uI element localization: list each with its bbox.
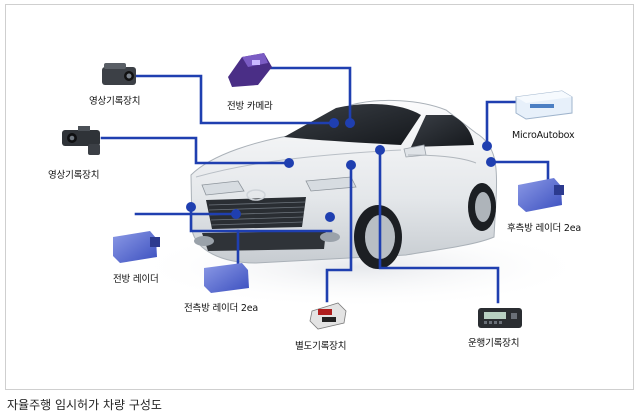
figure-caption: 자율주행 임시허가 차량 구성도: [7, 398, 162, 412]
label-dashcam-left: 영상기록장치: [48, 170, 100, 181]
label-front-side-radar: 전측방 레이더 2ea: [184, 303, 258, 314]
label-front-radar: 전방 레이더: [113, 274, 159, 285]
front-camera-device: [228, 53, 272, 87]
label-dashcam-top: 영상기록장치: [89, 96, 141, 107]
driving-recorder-device: [478, 308, 522, 328]
label-rear-side-radar: 후측방 레이더 2ea: [507, 223, 581, 234]
front-radar-device: [113, 231, 160, 263]
car-illustration: [190, 99, 498, 269]
label-microautobox: MicroAutobox: [512, 130, 575, 141]
dashcam-left-device: [62, 126, 100, 155]
label-separate-recorder: 별도기록장치: [295, 341, 347, 352]
front-side-radar-device: [204, 263, 249, 293]
rear-side-radar-device: [518, 178, 564, 212]
separate-recorder-device: [309, 302, 347, 330]
microautobox-device: [515, 90, 573, 120]
dashcam-top-device: [102, 63, 136, 85]
diagram-canvas: [62, 53, 591, 330]
connector-dots: [186, 118, 496, 222]
connector-lines: [100, 66, 552, 304]
label-front-camera: 전방 카메라: [227, 101, 273, 112]
label-driving-recorder: 운행기록장치: [468, 338, 520, 349]
diagram-frame: 영상기록장치 전방 카메라 영상기록장치 MicroAutobox 후측방 레이…: [5, 4, 634, 390]
